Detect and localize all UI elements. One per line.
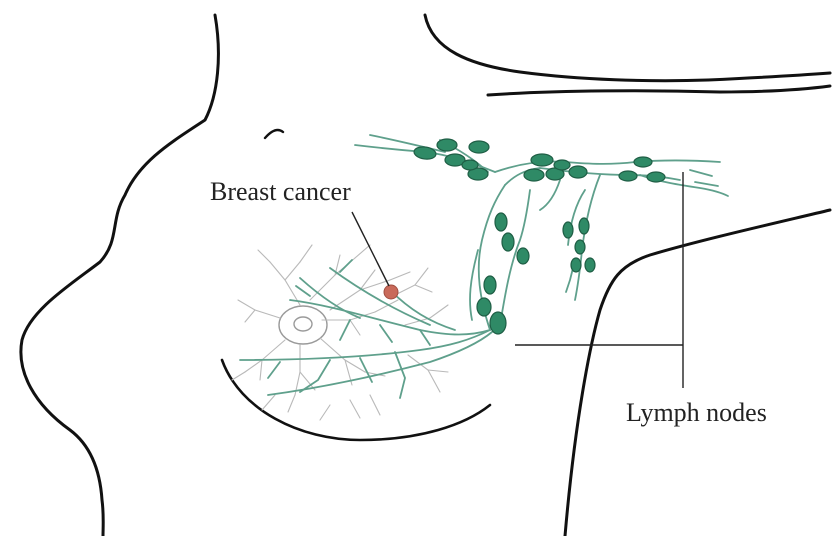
breast-underline [222, 360, 490, 440]
lymph-node [495, 213, 507, 231]
breast-cancer-label: Breast cancer [210, 177, 351, 206]
lymph-node [524, 169, 544, 181]
lymph-node [647, 172, 665, 182]
lymph-node [585, 258, 595, 272]
nipple [294, 317, 312, 331]
neck-and-chest-contour [21, 15, 219, 536]
lymph-node [569, 166, 587, 178]
clavicle-notch [265, 130, 283, 138]
tumor-spot [384, 285, 398, 299]
arm-contour [565, 210, 830, 536]
lymph-node [517, 248, 529, 264]
body-outline [21, 15, 830, 536]
lymph-node [469, 141, 489, 153]
lymph-node [502, 233, 514, 251]
lymph-node [462, 160, 478, 170]
shoulder-contour [425, 15, 830, 81]
lymph-node [634, 157, 652, 167]
lymph-node [477, 298, 491, 316]
lymph-node [619, 171, 637, 181]
lymph-node [579, 218, 589, 234]
lymph-nodes-label: Lymph nodes [626, 398, 767, 427]
lymph-node [554, 160, 570, 170]
collarbone-contour [488, 86, 830, 95]
lymph-node [490, 312, 506, 334]
lymph-node [437, 139, 457, 151]
leader-lines [352, 172, 683, 388]
lymph-node [563, 222, 573, 238]
lymph-node [484, 276, 496, 294]
tumor-leader-line [352, 212, 389, 286]
lymph-node [575, 240, 585, 254]
lymph-node [571, 258, 581, 272]
lymph-node [413, 146, 436, 161]
lymph-node [531, 154, 553, 166]
